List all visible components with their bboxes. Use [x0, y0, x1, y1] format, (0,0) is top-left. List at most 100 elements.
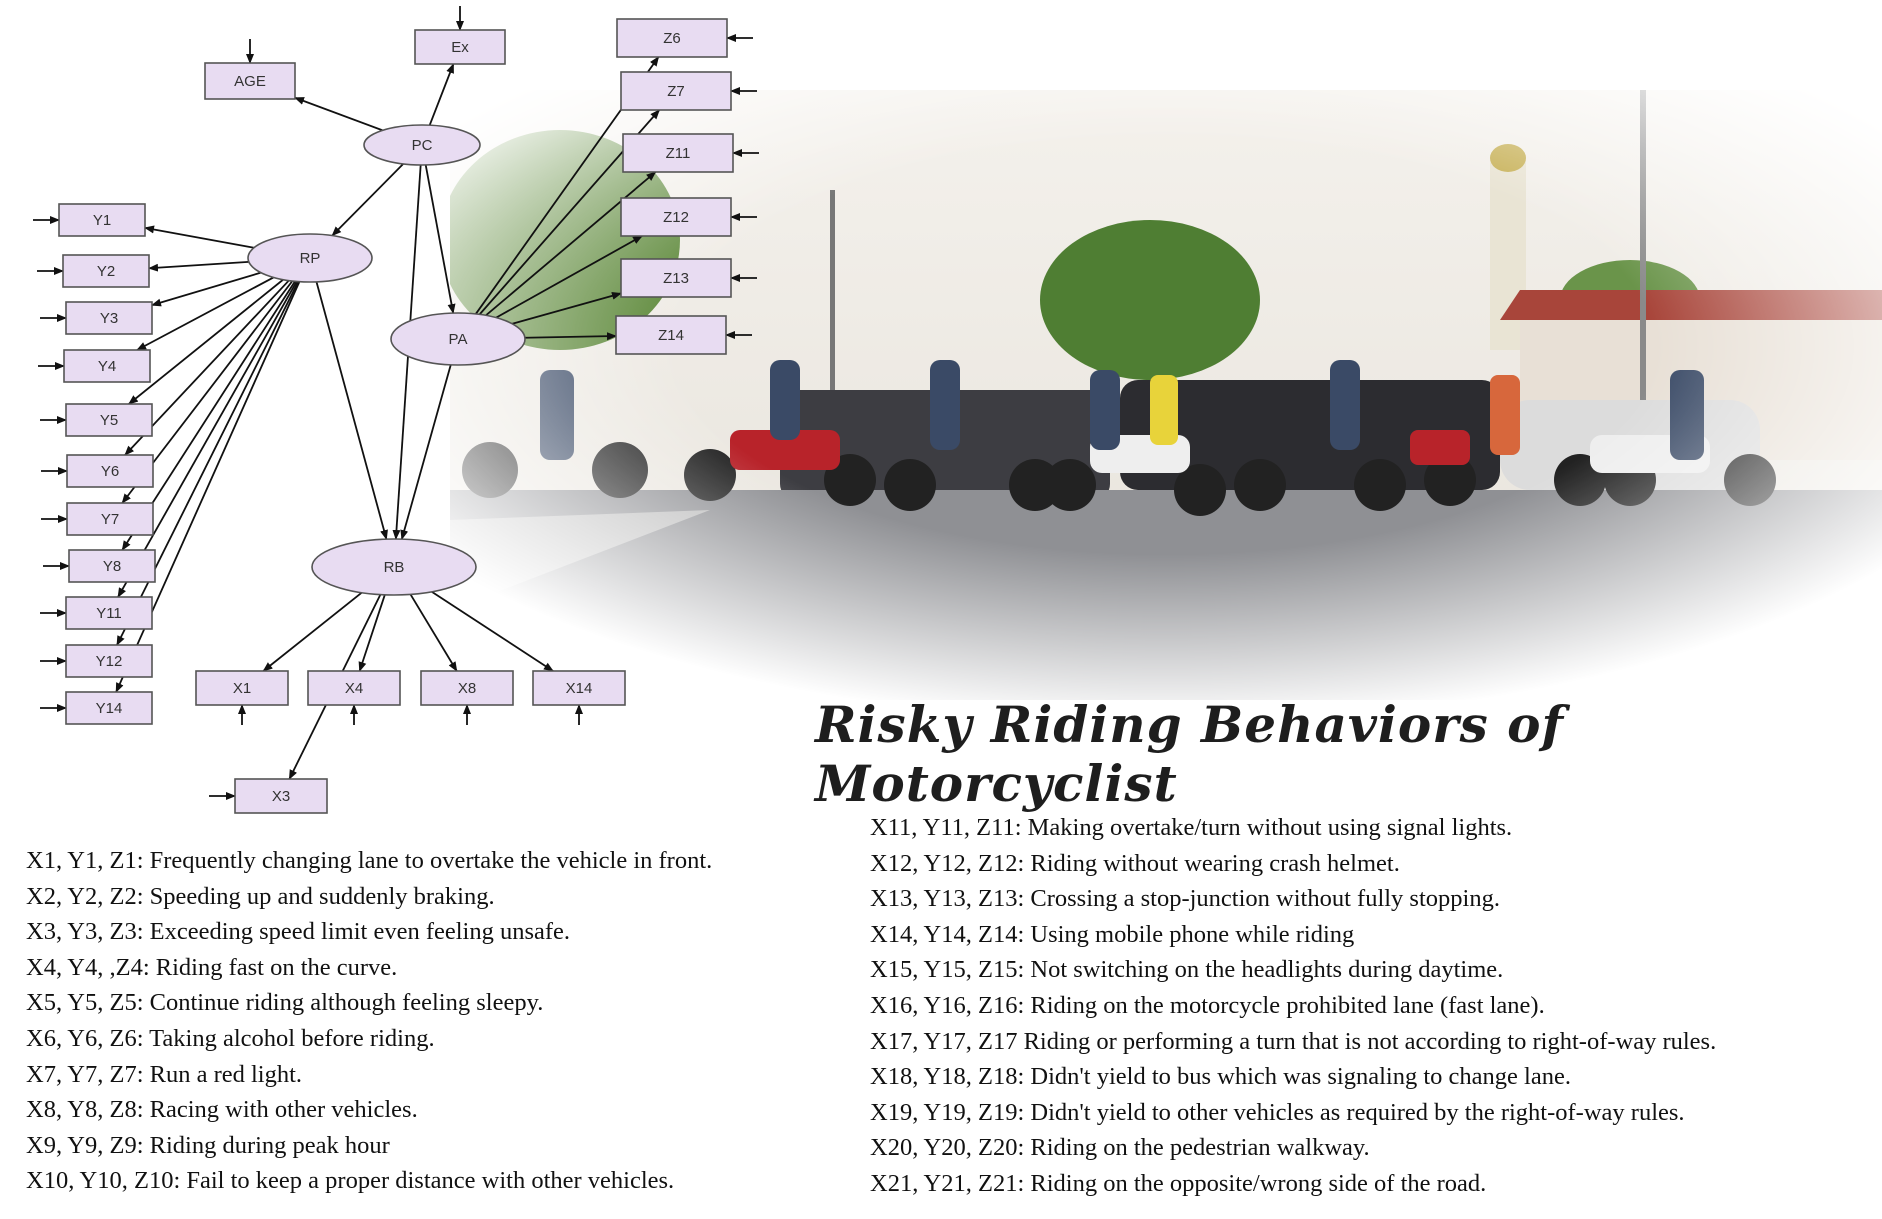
node-label: AGE	[234, 73, 266, 90]
legend-item: X1, Y1, Z1: Frequently changing lane to …	[26, 847, 713, 874]
node-label: X14	[566, 680, 593, 697]
node-label: Y4	[98, 358, 116, 375]
legend-item: X19, Y19, Z19: Didn't yield to other veh…	[870, 1098, 1685, 1126]
path-arrow	[151, 271, 262, 307]
path-arrow	[524, 332, 617, 341]
node-label: Y2	[97, 263, 115, 280]
legend-item: X9, Y9, Z9: Riding during peak hour	[26, 1131, 390, 1159]
node-label: Ex	[451, 39, 469, 56]
node-label: Z14	[658, 327, 684, 344]
legend-left: X1, Y1, Z1: Frequently changing lane to …	[26, 843, 712, 1199]
indicator-node-z12: Z12	[620, 197, 732, 237]
legend-item: X12, Y12, Z12: Riding without wearing cr…	[870, 849, 1400, 877]
indicator-node-z11: Z11	[622, 133, 734, 173]
node-label: PA	[449, 331, 468, 348]
indicator-node-age: AGE	[204, 62, 296, 100]
indicator-node-y5: Y5	[65, 403, 153, 437]
legend-item: X11, Y11, Z11: Making overtake/turn with…	[870, 814, 1513, 841]
node-label: Y6	[101, 463, 119, 480]
node-label: Y3	[100, 310, 118, 327]
path-arrow	[144, 225, 255, 249]
indicator-node-z6: Z6	[616, 18, 728, 58]
indicator-node-ex: Ex	[414, 29, 506, 65]
indicator-node-x3: X3	[234, 778, 328, 814]
legend-item: X14, Y14, Z14: Using mobile phone while …	[870, 920, 1355, 948]
legend-item: X21, Y21, Z21: Riding on the opposite/wr…	[870, 1169, 1487, 1197]
legend-item: X3, Y3, Z3: Exceeding speed limit even f…	[26, 918, 571, 946]
indicator-node-z7: Z7	[620, 71, 732, 111]
latent-node-pc: PC	[363, 124, 481, 166]
latent-node-rp: RP	[247, 233, 373, 283]
legend-item: X16, Y16, Z16: Riding on the motorcycle …	[870, 991, 1545, 1019]
indicator-node-y2: Y2	[62, 254, 150, 288]
node-label: Y12	[96, 653, 123, 670]
indicator-node-y6: Y6	[66, 454, 154, 488]
node-label: Y5	[100, 412, 118, 429]
legend-item: X6, Y6, Z6: Taking alcohol before riding…	[26, 1024, 435, 1052]
path-arrow	[400, 364, 452, 541]
node-label: Y1	[93, 212, 111, 229]
indicator-node-y4: Y4	[63, 349, 151, 383]
indicator-node-x14: X14	[532, 670, 626, 706]
indicator-node-y8: Y8	[68, 549, 156, 583]
latent-node-rb: RB	[311, 538, 477, 596]
path-arrow	[294, 96, 383, 132]
legend-item: X15, Y15, Z15: Not switching on the head…	[870, 956, 1504, 984]
indicator-node-y12: Y12	[65, 644, 153, 678]
path-arrow	[117, 281, 298, 598]
indicator-node-x1: X1	[195, 670, 289, 706]
node-label: X3	[272, 788, 290, 805]
node-label: Y11	[96, 605, 122, 622]
indicator-node-y11: Y11	[65, 596, 153, 630]
indicator-node-z14: Z14	[615, 315, 727, 355]
path-arrow	[495, 235, 643, 319]
path-arrow	[262, 592, 363, 672]
legend-item: X7, Y7, Z7: Run a red light.	[26, 1060, 303, 1088]
path-arrow	[128, 278, 284, 405]
indicator-node-y3: Y3	[65, 301, 153, 335]
indicator-node-z13: Z13	[620, 258, 732, 298]
node-label: Z6	[663, 30, 681, 47]
indicator-node-y14: Y14	[65, 691, 153, 725]
node-label: RP	[300, 250, 321, 267]
node-label: X8	[458, 680, 476, 697]
path-arrow	[315, 281, 388, 541]
legend-item: X17, Y17, Z17 Riding or performing a tur…	[870, 1027, 1717, 1055]
path-arrow	[148, 261, 249, 272]
legend-item: X8, Y8, Z8: Racing with other vehicles.	[26, 1096, 418, 1124]
indicator-node-x8: X8	[420, 670, 514, 706]
node-label: Y8	[103, 558, 121, 575]
path-arrow	[424, 164, 456, 315]
error-arrows	[33, 6, 759, 800]
legend-item: X4, Y4, ,Z4: Riding fast on the curve.	[26, 953, 398, 981]
path-arrow	[485, 171, 657, 317]
node-label: Y14	[96, 700, 123, 717]
path-arrow	[431, 591, 554, 672]
legend-item: X2, Y2, Z2: Speeding up and suddenly bra…	[26, 882, 495, 910]
legend-right: X11, Y11, Z11: Making overtake/turn with…	[870, 810, 1716, 1202]
indicator-node-y7: Y7	[66, 502, 154, 536]
legend-item: X20, Y20, Z20: Riding on the pedestrian …	[870, 1134, 1370, 1162]
path-arrow	[512, 291, 622, 325]
path-arrow	[358, 594, 386, 672]
node-label: Z12	[663, 209, 689, 226]
path-arrow	[331, 163, 404, 237]
page-title: Risky Riding Behaviors of Motorcyclist	[815, 695, 1564, 813]
latent-node-pa: PA	[390, 312, 526, 366]
node-label: PC	[412, 137, 433, 154]
legend-item: X5, Y5, Z5: Continue riding although fee…	[26, 989, 544, 1017]
node-label: X4	[345, 680, 363, 697]
indicator-node-x4: X4	[307, 670, 401, 706]
node-label: Z11	[666, 145, 691, 162]
legend-item: X10, Y10, Z10: Fail to keep a proper dis…	[26, 1167, 675, 1195]
node-label: Y7	[101, 511, 119, 528]
indicator-node-y1: Y1	[58, 203, 146, 237]
legend-item: X18, Y18, Z18: Didn't yield to bus which…	[870, 1063, 1571, 1091]
node-label: X1	[233, 680, 251, 697]
node-label: Z7	[667, 83, 685, 100]
path-arrow	[116, 281, 300, 646]
path-arrow	[136, 276, 274, 351]
path-arrow	[428, 63, 455, 126]
